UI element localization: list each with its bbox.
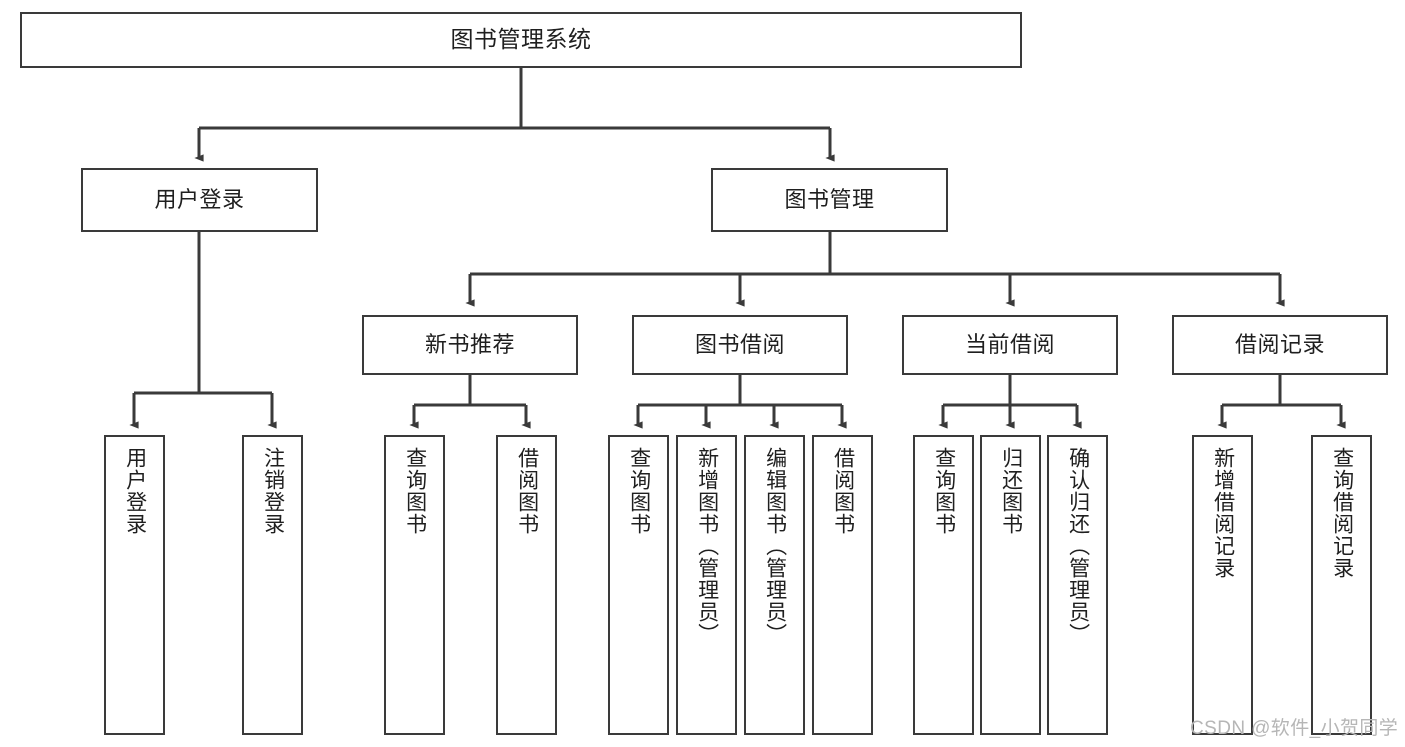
node-label: 查询图书	[932, 447, 956, 535]
node-label: 查询图书	[403, 447, 427, 535]
watermark-text: CSDN @软件_小贺同学	[1190, 718, 1399, 739]
node-leaf-add-borrow-record[interactable]: 新增借阅记录	[1192, 435, 1253, 735]
node-label: 查询图书	[627, 447, 651, 535]
node-leaf-borrow-book[interactable]: 借阅图书	[812, 435, 873, 735]
node-leaf-query-book[interactable]: 查询图书	[608, 435, 669, 735]
node-label: 查询借阅记录	[1330, 447, 1354, 579]
node-label: 新增图书（管理员）	[695, 447, 719, 645]
node-label: 确认归还（管理员）	[1066, 447, 1090, 645]
node-label: 图书借阅	[694, 332, 785, 358]
node-current-borrow[interactable]: 当前借阅	[902, 315, 1118, 375]
node-leaf-return-book[interactable]: 归还图书	[980, 435, 1041, 735]
node-label: 用户登录	[154, 187, 245, 213]
node-label: 新书推荐	[424, 332, 515, 358]
node-label: 新增借阅记录	[1211, 447, 1235, 579]
node-label: 当前借阅	[964, 332, 1055, 358]
node-label: 借阅图书	[831, 447, 855, 535]
node-label: 借阅图书	[515, 447, 539, 535]
node-leaf-user-login[interactable]: 用户登录	[104, 435, 165, 735]
node-leaf-query-book-current[interactable]: 查询图书	[913, 435, 974, 735]
node-root-book-management-system[interactable]: 图书管理系统	[20, 12, 1022, 68]
node-label: 归还图书	[999, 447, 1023, 535]
node-user-login[interactable]: 用户登录	[81, 168, 318, 232]
node-leaf-borrow-book-recommend[interactable]: 借阅图书	[496, 435, 557, 735]
node-new-book-recommend[interactable]: 新书推荐	[362, 315, 578, 375]
node-label: 图书管理	[784, 187, 875, 213]
node-leaf-confirm-return-admin[interactable]: 确认归还（管理员）	[1047, 435, 1108, 735]
node-borrow-record[interactable]: 借阅记录	[1172, 315, 1388, 375]
node-label: 图书管理系统	[450, 26, 592, 53]
node-label: 注销登录	[261, 447, 285, 535]
node-leaf-query-book-recommend[interactable]: 查询图书	[384, 435, 445, 735]
node-label: 借阅记录	[1234, 332, 1325, 358]
node-label: 用户登录	[123, 447, 147, 535]
node-leaf-edit-book-admin[interactable]: 编辑图书（管理员）	[744, 435, 805, 735]
node-book-borrow[interactable]: 图书借阅	[632, 315, 848, 375]
node-book-management[interactable]: 图书管理	[711, 168, 948, 232]
node-leaf-add-book-admin[interactable]: 新增图书（管理员）	[676, 435, 737, 735]
node-label: 编辑图书（管理员）	[763, 447, 787, 645]
node-leaf-query-borrow-record[interactable]: 查询借阅记录	[1311, 435, 1372, 735]
node-leaf-logout[interactable]: 注销登录	[242, 435, 303, 735]
